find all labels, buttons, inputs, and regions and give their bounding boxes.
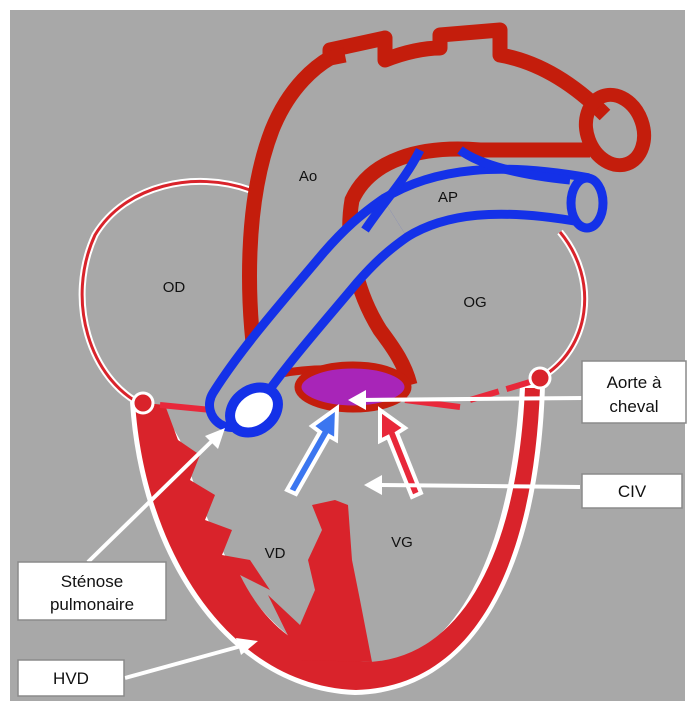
pulmonary-branch-opening — [571, 178, 603, 228]
label-og: OG — [463, 294, 486, 311]
callout-stenose-line2: pulmonaire — [50, 595, 134, 614]
callout-aorte-line1: Aorte à — [607, 373, 662, 392]
callout-aorte-a-cheval: Aorte à cheval — [582, 361, 686, 423]
label-ao: Ao — [299, 168, 317, 185]
callout-hvd: HVD — [18, 660, 124, 696]
callout-civ-text: CIV — [618, 482, 647, 501]
callout-aorte-line2: cheval — [609, 397, 658, 416]
mitral-annulus-marker — [530, 368, 550, 388]
callout-stenose-line1: Sténose — [61, 572, 123, 591]
callout-stenose-pulmonaire: Sténose pulmonaire — [18, 562, 166, 620]
label-vd: VD — [265, 545, 286, 562]
tricuspid-annulus-marker — [133, 393, 153, 413]
label-od: OD — [163, 279, 186, 296]
callout-hvd-text: HVD — [53, 669, 89, 688]
civ-pointer-line — [378, 485, 580, 487]
label-ap: AP — [438, 189, 458, 206]
label-vg: VG — [391, 534, 413, 551]
callout-civ: CIV — [582, 474, 682, 508]
aorte-pointer-line — [360, 398, 584, 400]
